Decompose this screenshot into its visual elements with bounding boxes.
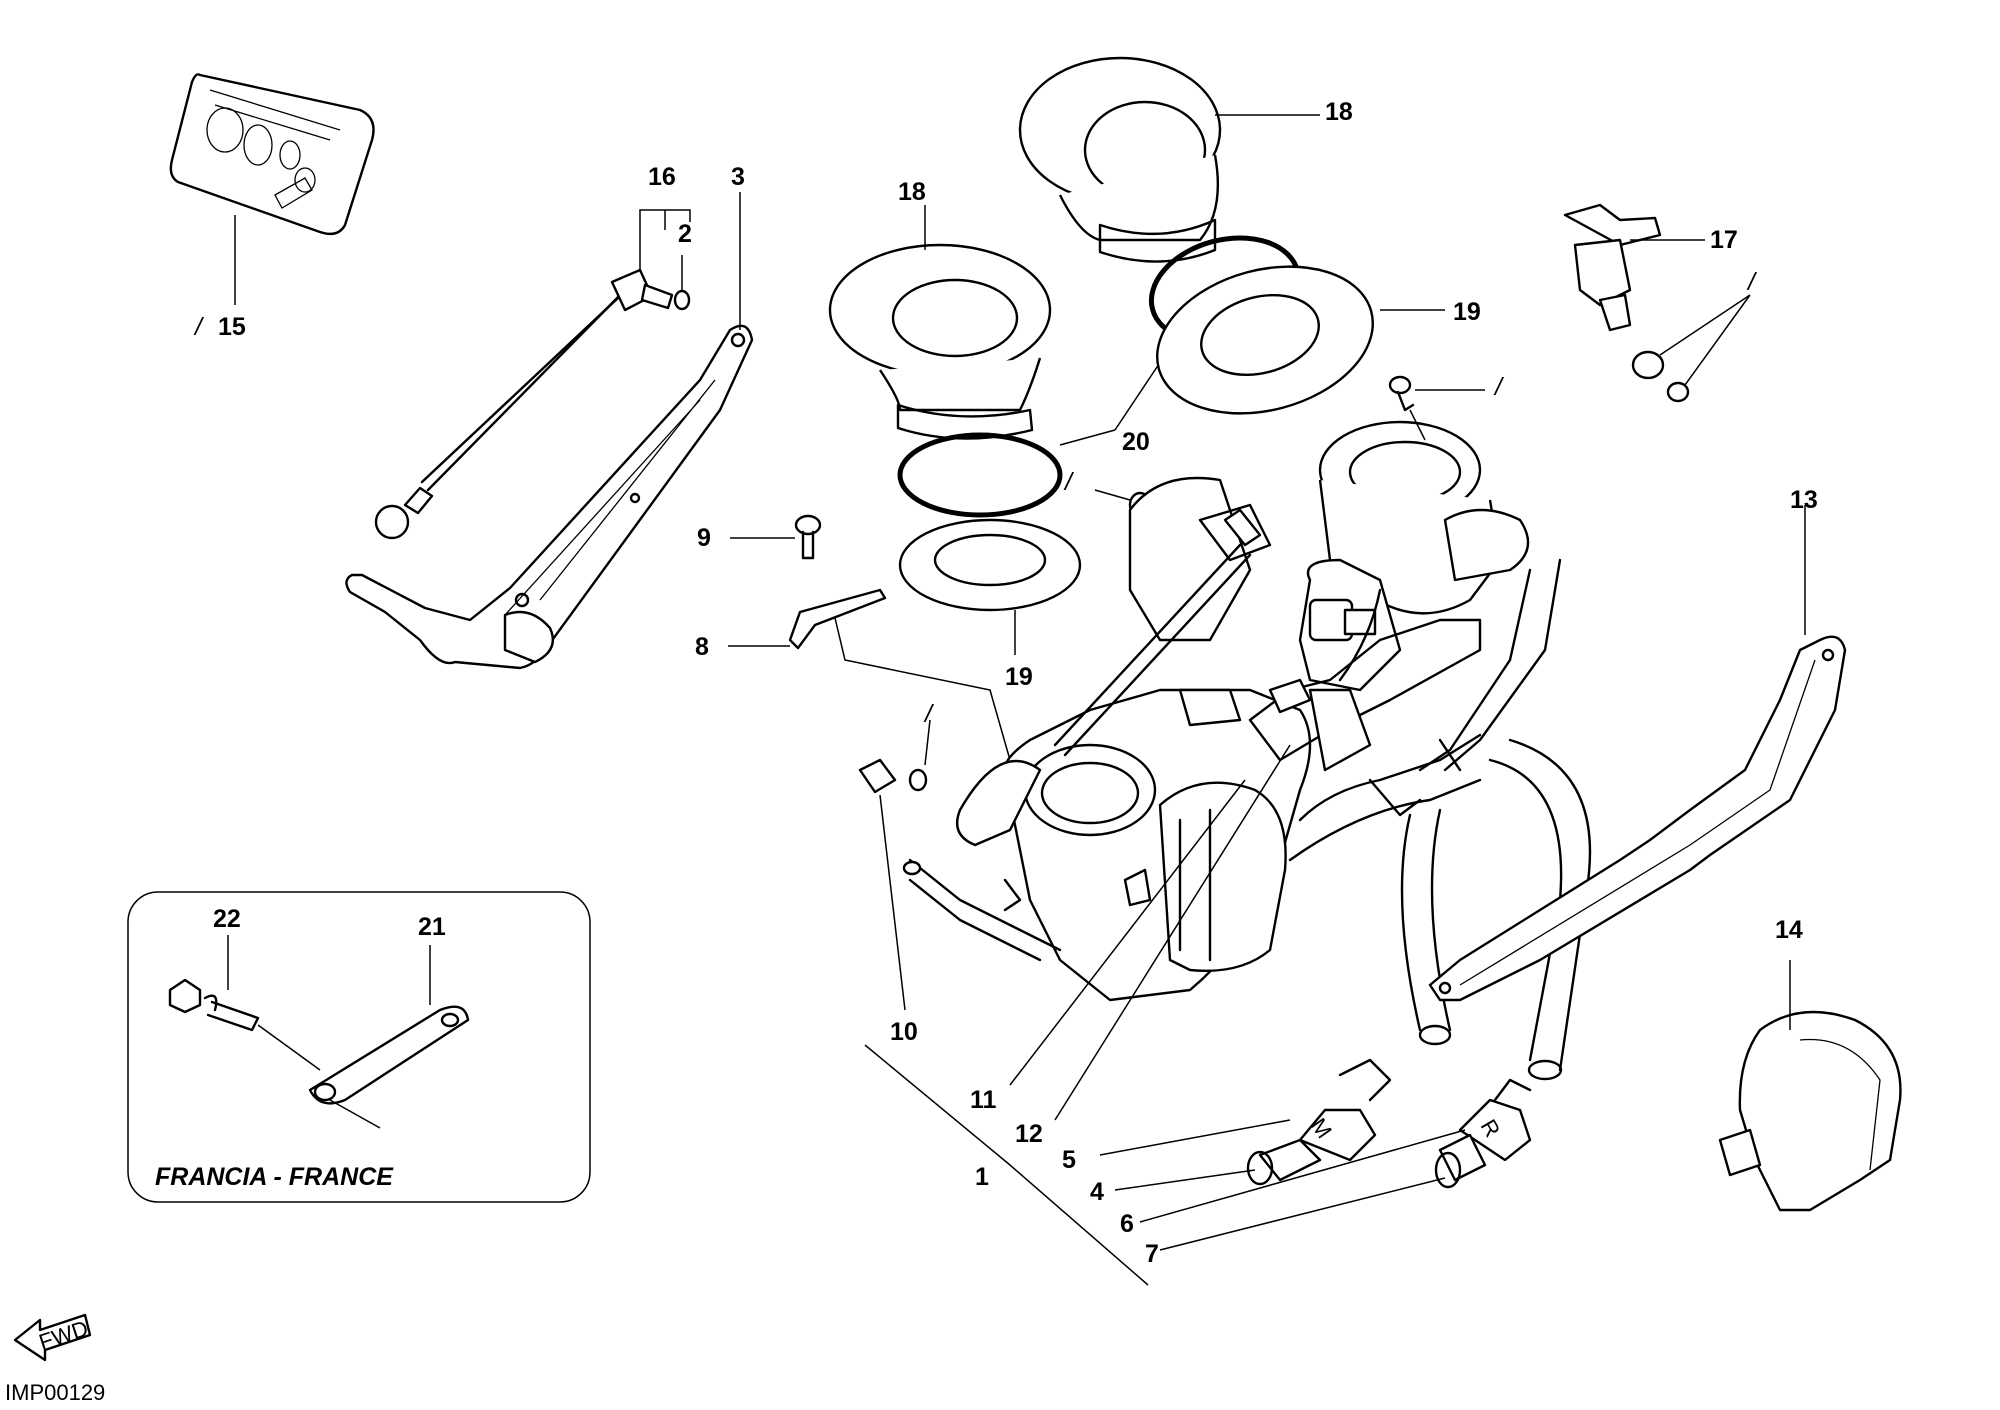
label-22: 22 bbox=[213, 905, 241, 933]
label-15: 15 bbox=[218, 313, 246, 341]
mark-near-20: / bbox=[1063, 468, 1075, 496]
clip-part-8 bbox=[728, 588, 1011, 761]
inset-france bbox=[127, 891, 591, 1203]
gasket-part-19-left bbox=[898, 518, 1082, 655]
label-4: 4 bbox=[1090, 1178, 1104, 1206]
label-20: 20 bbox=[1122, 428, 1150, 456]
mark-near-10: / bbox=[923, 700, 935, 728]
label-11: 11 bbox=[970, 1086, 997, 1114]
hose-parts-6-7: R bbox=[1139, 1078, 1532, 1251]
cover-part-14 bbox=[1718, 960, 1902, 1212]
fwd-label: FWD bbox=[36, 1315, 91, 1354]
screw-part-9 bbox=[730, 514, 822, 560]
cable-part-16 bbox=[374, 209, 691, 540]
inset-title: FRANCIA - FRANCE bbox=[155, 1163, 394, 1191]
label-19: 19 bbox=[1453, 298, 1481, 326]
o-ring-part-20-left bbox=[897, 432, 1063, 518]
mark-near-19: / bbox=[1493, 373, 1505, 401]
mark-15: / bbox=[193, 313, 205, 341]
plug-part-10 bbox=[858, 719, 931, 1011]
part-1-bracket bbox=[864, 1044, 1149, 1286]
intake-funnel-part-18-left bbox=[828, 205, 1052, 440]
screw-small bbox=[1388, 375, 1485, 441]
bolt-part-22 bbox=[168, 935, 321, 1071]
intake-funnel-part-18-right bbox=[1018, 56, 1320, 263]
label-12: 12 bbox=[1015, 1120, 1043, 1148]
label-5: 5 bbox=[1062, 1146, 1076, 1174]
label-17: 17 bbox=[1710, 226, 1738, 254]
label-14: 14 bbox=[1775, 916, 1803, 944]
drawing-code: IMP00129 bbox=[5, 1380, 105, 1405]
plate-part-21 bbox=[308, 945, 470, 1129]
label-18b: 18 bbox=[1325, 98, 1353, 126]
label-16: 16 bbox=[648, 163, 676, 191]
label-3: 3 bbox=[731, 163, 745, 191]
label-9: 9 bbox=[697, 524, 711, 552]
mark-near-17: / bbox=[1746, 268, 1758, 296]
gasket-kit-part-15 bbox=[169, 73, 375, 305]
hose-parts-4-5: M bbox=[1099, 1058, 1392, 1191]
label-10: 10 bbox=[890, 1018, 918, 1046]
bracket-part-13 bbox=[1428, 505, 1847, 1002]
fwd-arrow-icon: FWD bbox=[13, 1313, 92, 1362]
label-13: 13 bbox=[1790, 486, 1818, 514]
label-1: 1 bbox=[975, 1163, 989, 1191]
gasket-part-19-right bbox=[1156, 265, 1445, 415]
label-6: 6 bbox=[1120, 1210, 1134, 1238]
label-21: 21 bbox=[418, 913, 446, 941]
label-8: 8 bbox=[695, 633, 709, 661]
label-19b: 19 bbox=[1005, 663, 1033, 691]
label-2: 2 bbox=[678, 220, 692, 248]
label-7: 7 bbox=[1145, 1240, 1159, 1268]
throttle-body-assembly bbox=[902, 420, 1562, 1002]
bracket-part-3 bbox=[345, 192, 754, 670]
injector-part-17 bbox=[1563, 203, 1751, 403]
label-18: 18 bbox=[898, 178, 926, 206]
